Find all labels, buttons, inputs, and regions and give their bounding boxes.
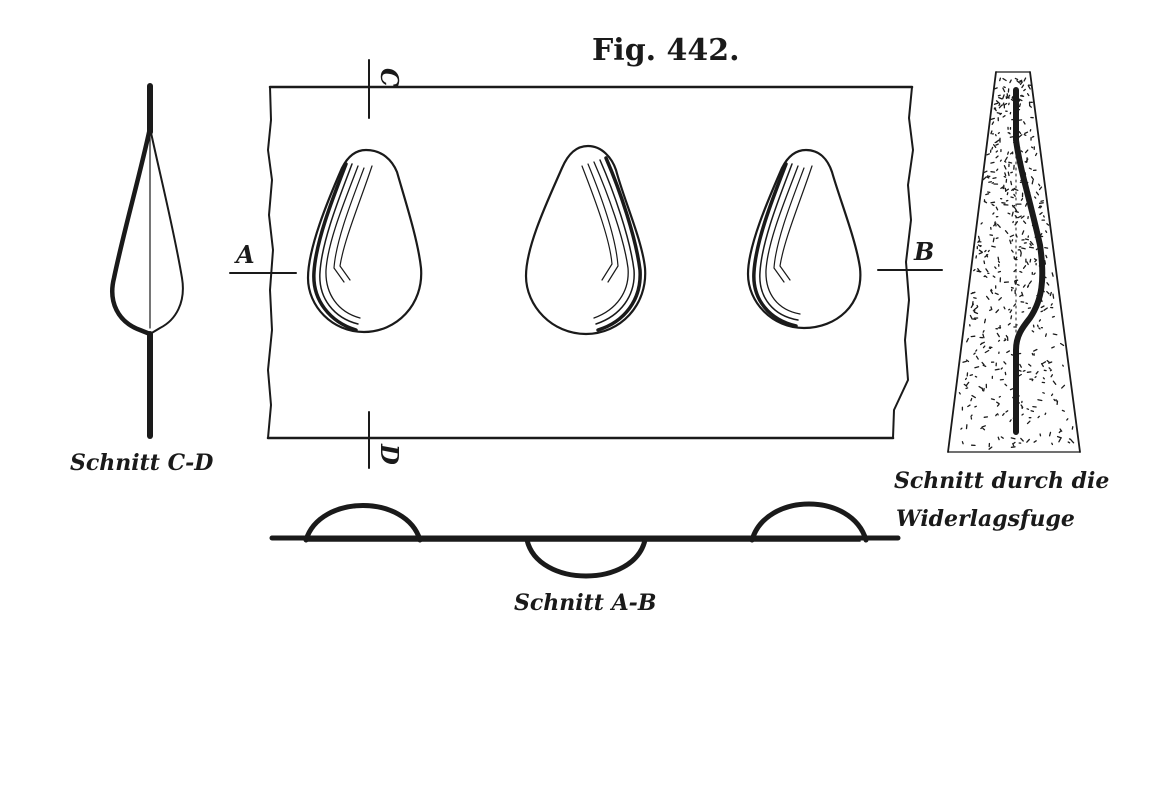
drop-recess-left [306,148,423,334]
joint-section [947,71,1081,453]
caption-joint-line2: Widerlagsfuge [896,506,1075,532]
caption-section-cd: Schnitt C-D [70,450,213,476]
label-a: A [234,240,255,269]
drop-recess-center [524,144,647,336]
drop-recess-right [746,148,862,330]
label-b: B [913,237,934,266]
label-c: C [375,68,404,87]
section-cd-profile [110,83,184,439]
figure-title: Fig. 442. [592,33,740,68]
plate-elevation [229,59,943,469]
caption-joint-line1: Schnitt durch die [894,468,1109,494]
label-d: D [375,443,404,465]
section-ab-profile [269,501,901,579]
caption-section-ab: Schnitt A-B [514,590,656,616]
